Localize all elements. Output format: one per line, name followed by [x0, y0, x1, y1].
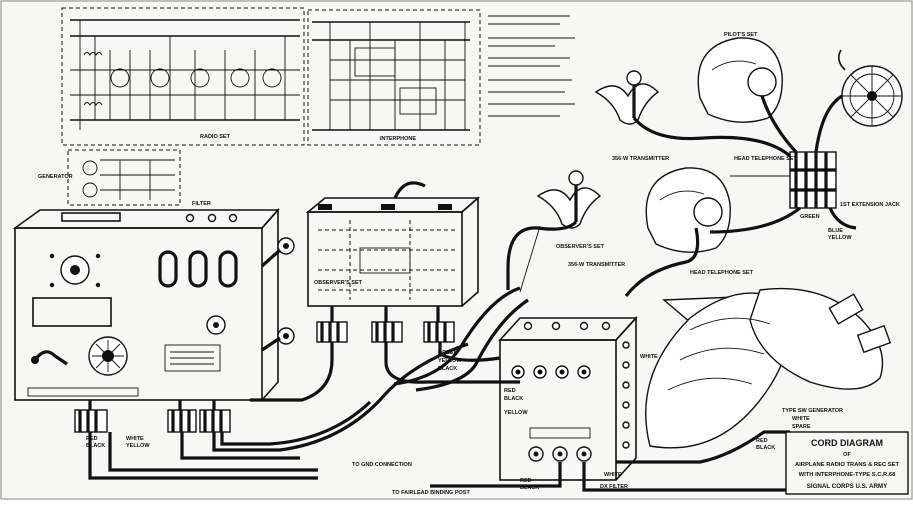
label-green-2: GREEN: [800, 214, 820, 220]
label-black-3: BLACK: [86, 443, 105, 449]
label-blue: BLUE: [828, 228, 843, 234]
dx-filter-unit: DX FILTER: [498, 315, 638, 490]
label-black-4: BLACK: [756, 445, 775, 451]
title-line-1: CORD DIAGRAM: [811, 438, 883, 448]
terminal-block-1: [316, 321, 348, 343]
extension-jack-label: 1ST EXTENSION JACK: [840, 202, 900, 208]
filter-label: FILTER: [192, 201, 211, 207]
observers-set-label: OBSERVER'S SET: [556, 244, 605, 250]
pilot-headset-label: HEAD TELEPHONE SET: [734, 156, 798, 162]
title-line-5: SIGNAL CORPS U.S. ARMY: [807, 483, 888, 490]
radio-set-label: RADIO SET: [200, 134, 231, 140]
interphone-label: INTERPHONE: [380, 136, 416, 142]
observer-equipment: OBSERVER'S SET 356-W TRANSMITTER HEAD TE…: [536, 167, 754, 276]
schematic-block: RADIO SET INTERPHONE GENERATOR FILTER: [38, 7, 575, 207]
label-red-2: RED: [86, 436, 98, 442]
cord-wiring: [88, 94, 857, 492]
generator-label: GENERATOR: [38, 174, 73, 180]
observer-transmitter-label: 356-W TRANSMITTER: [568, 262, 625, 268]
wire-labels: GREEN YELLOW BLACK RED BLACK YELLOW WHIT…: [86, 202, 900, 496]
label-yellow-3: YELLOW: [126, 443, 150, 449]
label-white-4: WHITE: [604, 472, 622, 478]
title-block: CORD DIAGRAM OF AIRPLANE RADIO TRANS & R…: [785, 431, 909, 495]
label-spare: SPARE: [792, 424, 811, 430]
title-line-4: WITH INTERPHONE-TYPE S.C.R.68: [799, 472, 896, 478]
label-black-5: BLACK: [520, 485, 539, 491]
dx-filter-label: DX FILTER: [600, 484, 628, 490]
extension-jack-block: [789, 151, 837, 209]
terminal-block-2: [371, 321, 403, 343]
label-fairlead: TO FAIRLEAD BINDING POST: [392, 490, 470, 496]
terminal-block-6: [199, 409, 231, 433]
label-yellow: YELLOW: [438, 358, 462, 364]
label-yellow-2: YELLOW: [504, 410, 528, 416]
label-white-3: WHITE: [792, 416, 810, 422]
label-yellow-4: YELLOW: [828, 235, 852, 241]
label-black-2: BLACK: [504, 396, 523, 402]
title-line-2: OF: [843, 452, 851, 458]
observers-set-inner-label: OBSERVER'S SET: [314, 280, 363, 286]
pilot-transmitter-label: 356-W TRANSMITTER: [612, 156, 669, 162]
connector-blocks: [74, 151, 837, 433]
label-red-3: RED: [756, 438, 768, 444]
wind-generator: TYPE SW GENERATOR: [645, 287, 892, 449]
title-line-3: AIRPLANE RADIO TRANS & REC SET: [795, 462, 899, 468]
pilots-set-label: PILOT'S SET: [724, 32, 758, 38]
label-red-4: RED: [520, 478, 532, 484]
label-white: WHITE: [640, 354, 658, 360]
label-black: BLACK: [438, 366, 457, 372]
pilot-equipment: 356-W TRANSMITTER PILOT'S SET HEAD TELEP…: [594, 32, 903, 162]
label-red: RED: [504, 388, 516, 394]
label-green: GREEN: [438, 350, 458, 356]
terminal-block-4: [74, 409, 108, 433]
terminal-block-5: [167, 409, 197, 433]
wind-generator-label: TYPE SW GENERATOR: [782, 408, 843, 414]
label-gnd-connection: TO GND CONNECTION: [352, 462, 412, 468]
observer-headset-label: HEAD TELEPHONE SET: [690, 270, 754, 276]
terminal-block-3: [423, 321, 455, 343]
label-white-2: WHITE: [126, 436, 144, 442]
radio-set-unit: [12, 207, 295, 401]
interphone-unit: OBSERVER'S SET: [305, 181, 481, 307]
